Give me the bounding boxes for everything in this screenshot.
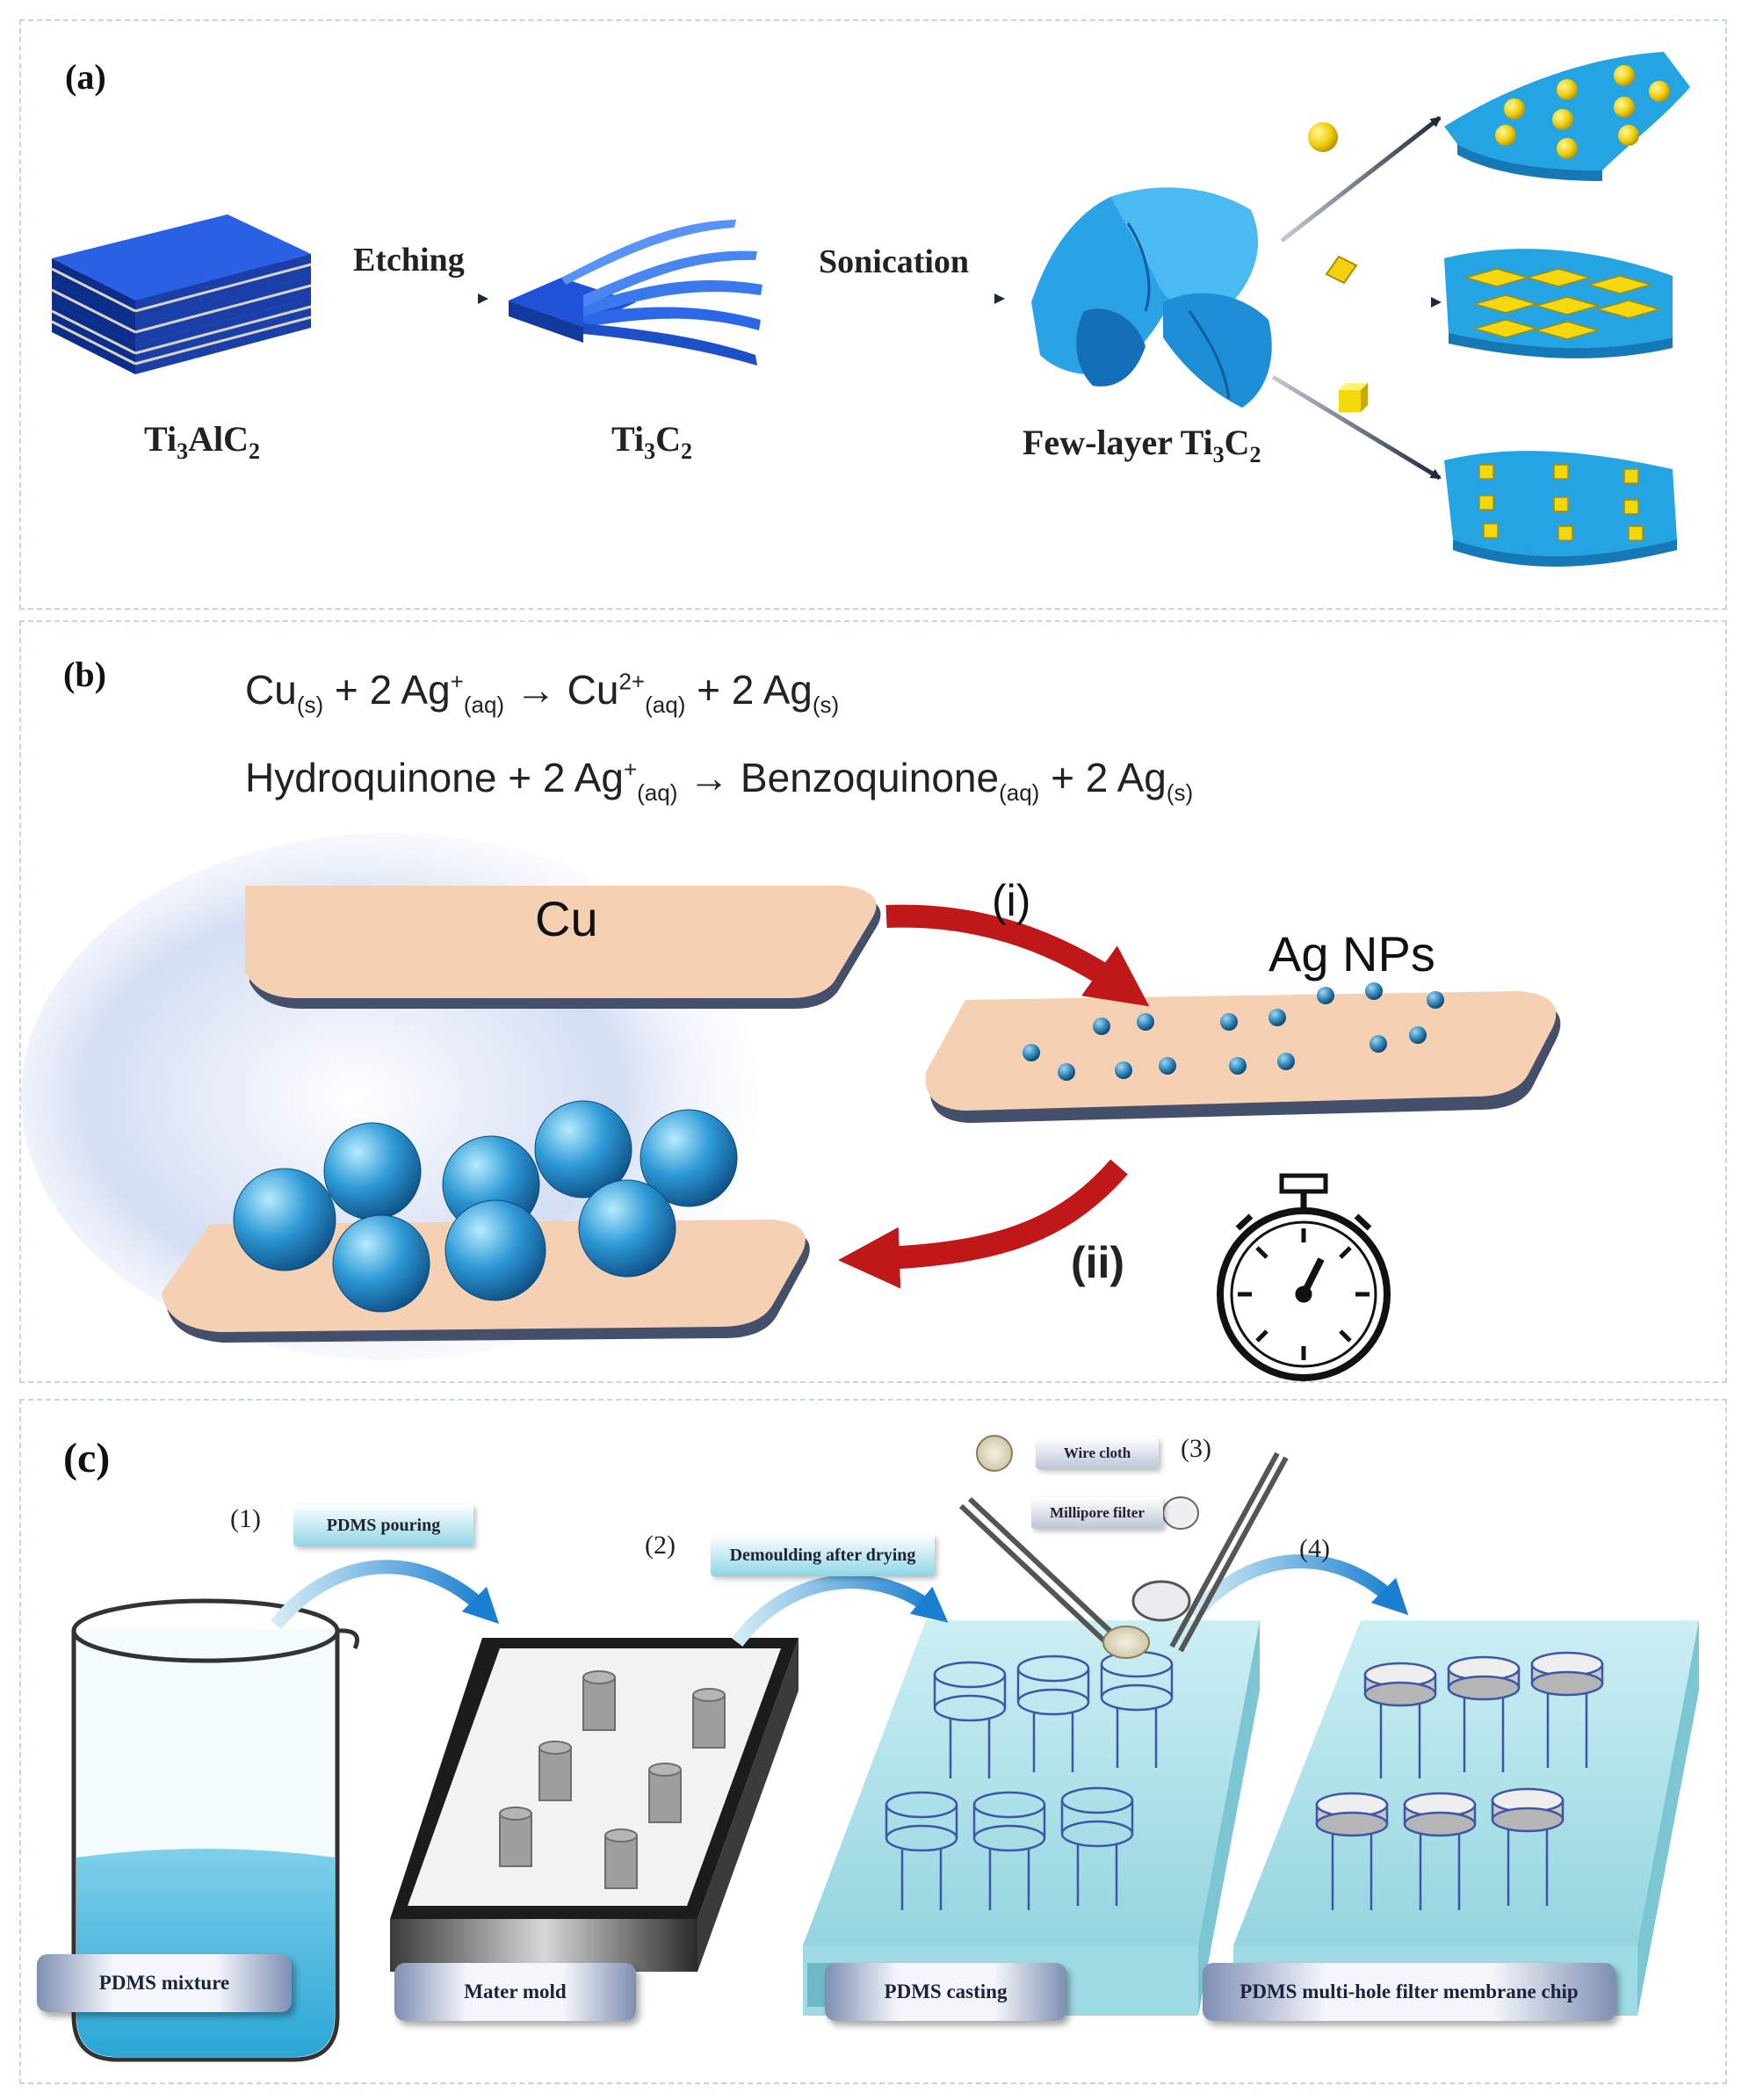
pdms-casting-label: PDMS casting xyxy=(825,1963,1066,2021)
pdms-casting-slab xyxy=(803,1620,1260,2016)
red-arrow-i xyxy=(885,904,1150,1007)
master-mold-icon xyxy=(390,1638,799,1972)
step-i-label: (i) xyxy=(992,876,1031,925)
pdms-mixture-label: PDMS mixture xyxy=(37,1954,292,2012)
gold-cube-icon xyxy=(1339,383,1368,412)
etching-label: Etching xyxy=(353,242,465,279)
sonication-label: Sonication xyxy=(819,243,970,280)
ag-nps-label: Ag NPs xyxy=(1268,926,1435,981)
panel-a: (a) xyxy=(19,19,1727,610)
gold-rhombus-icon xyxy=(1325,255,1358,285)
ti3c2-sheets xyxy=(509,220,762,366)
sheet-with-spheres xyxy=(1444,52,1690,181)
tweezers-icon xyxy=(958,1452,1289,1653)
ti3alc2-block xyxy=(51,214,312,374)
demoulding-tag: Demoulding after drying xyxy=(711,1534,935,1576)
step-ii-label: (ii) xyxy=(1071,1238,1125,1287)
step-4-label: (4) xyxy=(1299,1534,1330,1563)
few-layer-ti3c2-label: Few-layer Ti3C2 xyxy=(1023,423,1261,467)
panel-a-illustration xyxy=(51,52,1690,567)
step-1-label: (1) xyxy=(230,1504,261,1533)
arrow-to-spheres xyxy=(1280,116,1442,243)
panel-c-illustration xyxy=(71,1435,1699,2062)
panel-a-label: (a) xyxy=(65,57,106,97)
ag-large-spheres-plate xyxy=(162,1100,810,1343)
pdms-filter-chip-label: PDMS multi-hole filter membrane chip xyxy=(1203,1963,1615,2021)
equation-1: Cu(s) + 2 Ag+(aq) → Cu2+(aq) + 2 Ag(s) xyxy=(245,667,840,719)
master-mold-label: Mater mold xyxy=(394,1963,636,2021)
cu-label: Cu xyxy=(535,891,598,946)
equation-2: Hydroquinone + 2 Ag+(aq) → Benzoquinone(… xyxy=(245,755,1194,807)
panel-c-label: (c) xyxy=(63,1435,111,1481)
step-3-label: (3) xyxy=(1181,1434,1211,1463)
panel-b-label: (b) xyxy=(63,655,106,694)
ti3alc2-label: Ti3AlC2 xyxy=(144,419,260,464)
ag-nps-plate xyxy=(925,982,1561,1123)
few-layer-sheets xyxy=(1031,187,1272,408)
millipore-filter-tag: Millipore filter xyxy=(1031,1497,1163,1529)
wire-cloth-disc-icon xyxy=(1102,1626,1150,1659)
gold-sphere-icon xyxy=(1308,122,1338,152)
panel-c: (c) xyxy=(19,1399,1727,2084)
panel-b: (b) Cu(s) + 2 Ag+(aq) → Cu2+(aq) + 2 Ag(… xyxy=(19,620,1727,1383)
blue-arrow-4 xyxy=(1188,1554,1409,1621)
blue-arrow-1 xyxy=(270,1560,500,1630)
millipore-disc-icon xyxy=(1131,1580,1191,1622)
pdms-filter-chip xyxy=(1233,1620,1699,2016)
millipore-swatch-icon xyxy=(1162,1496,1199,1530)
arrow-to-cubes xyxy=(1271,374,1442,481)
step-2-label: (2) xyxy=(645,1531,676,1560)
wire-cloth-tag: Wire cloth xyxy=(1036,1437,1159,1469)
wire-cloth-swatch-icon xyxy=(976,1435,1013,1472)
sheet-with-cubes xyxy=(1444,451,1677,567)
red-arrow-ii xyxy=(838,1159,1128,1289)
stopwatch-icon xyxy=(1217,1173,1391,1381)
ti3c2-label: Ti3C2 xyxy=(611,419,692,464)
sheet-with-rhombi xyxy=(1444,249,1673,358)
pdms-pouring-tag: PDMS pouring xyxy=(293,1504,473,1546)
panel-b-illustration xyxy=(21,833,1561,1381)
cu-plate xyxy=(245,886,881,1009)
blue-arrow-2 xyxy=(731,1575,949,1647)
